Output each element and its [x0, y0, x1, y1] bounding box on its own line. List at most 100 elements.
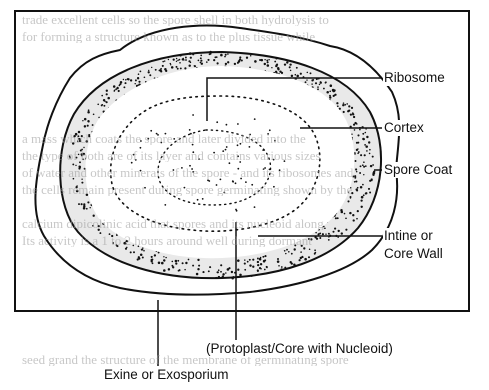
stipple-dot	[338, 230, 340, 232]
stipple-dot	[222, 276, 224, 278]
stipple-dot	[225, 63, 227, 65]
stipple-dot	[138, 81, 140, 83]
stipple-dot	[207, 59, 209, 61]
stipple-dot	[354, 181, 356, 183]
stipple-dot	[182, 262, 184, 264]
stipple-dot	[218, 276, 220, 278]
stipple-dot	[159, 70, 161, 72]
stipple-dot	[176, 66, 178, 68]
stipple-dot	[244, 259, 245, 260]
stipple-dot	[304, 258, 307, 261]
stipple-dot	[83, 205, 85, 207]
stipple-dot	[276, 63, 278, 65]
stipple-dot	[97, 103, 99, 105]
stipple-dot	[278, 265, 280, 267]
stipple-dot	[151, 256, 153, 258]
stipple-dot	[127, 78, 129, 80]
stipple-dot	[254, 60, 257, 63]
stipple-dot	[308, 256, 310, 258]
stipple-dot	[179, 59, 181, 61]
stipple-dot	[101, 95, 103, 97]
stipple-dot	[299, 259, 301, 261]
core-dot	[229, 162, 231, 164]
stipple-dot	[130, 251, 132, 253]
stipple-dot	[286, 249, 288, 251]
stipple-dot	[140, 254, 143, 256]
stipple-dot	[220, 271, 222, 273]
stipple-dot	[113, 85, 116, 88]
stipple-dot	[106, 93, 108, 95]
stipple-dot	[118, 90, 120, 92]
stipple-dot	[259, 258, 262, 261]
stipple-dot	[139, 70, 141, 72]
stipple-dot	[198, 265, 200, 267]
stipple-dot	[135, 79, 137, 81]
core-dot	[150, 130, 152, 132]
stipple-dot	[237, 276, 239, 278]
stipple-dot	[357, 210, 359, 212]
stipple-dot	[158, 262, 161, 265]
stipple-dot	[143, 250, 145, 252]
stipple-dot	[354, 122, 356, 124]
stipple-dot	[244, 263, 246, 265]
stipple-dot	[241, 59, 243, 61]
core-dot	[232, 180, 234, 182]
stipple-dot	[312, 79, 314, 81]
stipple-dot	[349, 212, 351, 214]
stipple-dot	[208, 270, 210, 272]
faint-text-line: for forming a structure known as to the …	[22, 31, 462, 43]
stipple-dot	[197, 259, 199, 261]
stipple-dot	[104, 101, 105, 102]
core-dot	[140, 147, 142, 149]
stipple-dot	[177, 68, 179, 70]
stipple-dot	[289, 66, 291, 68]
label-intine: Intine or	[383, 228, 434, 244]
stipple-dot	[163, 269, 166, 272]
core-dot	[192, 114, 194, 116]
stipple-dot	[340, 209, 342, 211]
stipple-dot	[251, 275, 253, 277]
stipple-dot	[266, 266, 268, 268]
stipple-dot	[354, 129, 356, 131]
stipple-dot	[102, 104, 103, 105]
stipple-dot	[165, 257, 166, 258]
stipple-dot	[361, 206, 363, 208]
stipple-dot	[134, 83, 135, 84]
stipple-dot	[329, 96, 331, 98]
stipple-dot	[87, 201, 89, 203]
stipple-dot	[237, 269, 239, 271]
stipple-dot	[88, 109, 90, 111]
stipple-dot	[257, 258, 259, 260]
stipple-dot	[337, 105, 339, 107]
stipple-dot	[330, 84, 333, 87]
core-dot	[207, 179, 209, 181]
stipple-dot	[75, 165, 76, 166]
stipple-dot	[351, 107, 353, 109]
stipple-dot	[216, 271, 218, 273]
stipple-dot	[246, 57, 248, 59]
stipple-dot	[320, 81, 322, 83]
stipple-dot	[209, 266, 211, 268]
stipple-dot	[194, 65, 196, 67]
stipple-dot	[168, 59, 169, 60]
stipple-dot	[188, 259, 190, 261]
stipple-dot	[171, 261, 173, 263]
stipple-dot	[184, 67, 186, 69]
stipple-dot	[326, 91, 329, 94]
stipple-dot	[117, 87, 118, 88]
stipple-dot	[296, 67, 298, 69]
stipple-dot	[160, 68, 162, 70]
stipple-dot	[179, 54, 181, 56]
stipple-dot	[200, 60, 202, 62]
stipple-dot	[264, 59, 265, 60]
stipple-dot	[311, 83, 312, 84]
stipple-dot	[361, 196, 364, 199]
stipple-dot	[267, 64, 270, 67]
stipple-dot	[342, 104, 344, 106]
stipple-dot	[114, 89, 116, 91]
stipple-dot	[352, 112, 354, 114]
label-cortex: Cortex	[383, 120, 425, 136]
stipple-dot	[125, 79, 127, 81]
stipple-dot	[344, 104, 346, 106]
